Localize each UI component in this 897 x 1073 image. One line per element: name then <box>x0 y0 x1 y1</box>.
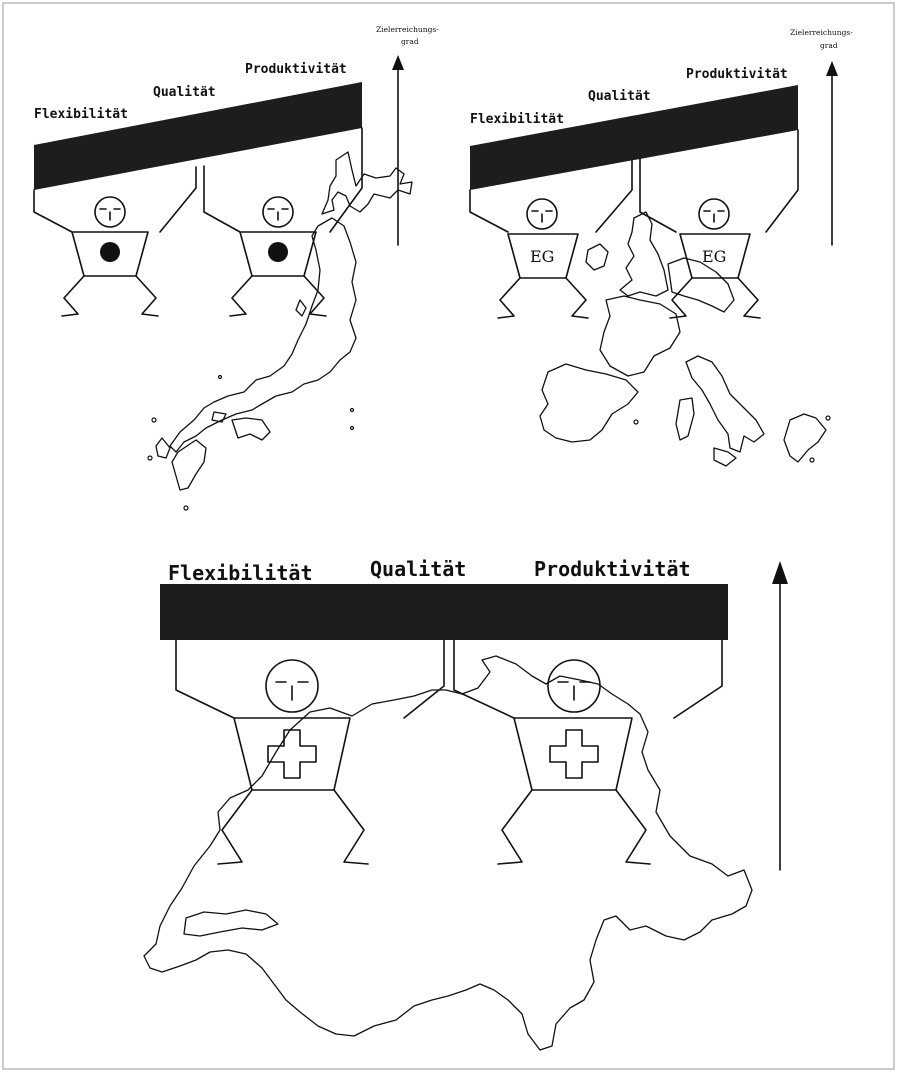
legs <box>669 277 761 319</box>
japan-sun-emblem <box>100 242 120 262</box>
head <box>94 196 126 228</box>
figure-right <box>229 196 327 317</box>
legs <box>497 277 589 319</box>
panel-switzerland: Flexibilität Qualität Produktivität <box>143 557 788 1051</box>
figure-left <box>217 659 369 865</box>
japan-map <box>155 151 413 491</box>
figure-right <box>497 659 651 865</box>
head <box>265 659 319 713</box>
swiss-cross-emblem <box>267 729 317 779</box>
legs <box>61 275 159 317</box>
label-flexibility: Flexibilität <box>470 112 564 127</box>
target-beam <box>160 584 728 640</box>
label-flexibility: Flexibilität <box>34 107 128 122</box>
axis-label-line2: grad <box>820 41 838 50</box>
eg-emblem: EG <box>702 247 726 266</box>
label-quality: Qualität <box>588 89 651 104</box>
figure-left <box>61 196 159 317</box>
figure-left: EG <box>497 198 589 319</box>
eu-map <box>539 211 827 467</box>
panel-japan: Flexibilität Qualität Produktivität Ziel… <box>33 25 439 511</box>
support-lines <box>33 127 363 233</box>
swiss-cross-emblem <box>549 729 599 779</box>
axis-arrowhead <box>826 61 838 76</box>
target-beam <box>34 82 362 190</box>
axis-arrowhead <box>392 55 404 70</box>
japan-sun-emblem <box>268 242 288 262</box>
torso <box>513 717 633 791</box>
target-beam <box>470 85 798 190</box>
label-productivity: Produktivität <box>686 67 788 82</box>
head <box>526 198 558 230</box>
panel-eu: Flexibilität Qualität Produktivität EG E… <box>469 28 853 467</box>
eu-islands <box>633 415 831 463</box>
support-lines <box>469 129 799 233</box>
eg-emblem: EG <box>530 247 554 266</box>
axis-label-line1: Zielerreichungs- <box>790 28 853 37</box>
switzerland-map <box>143 655 753 1051</box>
label-flexibility: Flexibilität <box>168 561 313 585</box>
axis-label-line2: grad <box>401 37 419 46</box>
legs <box>229 275 327 317</box>
label-productivity: Produktivität <box>245 62 347 77</box>
label-productivity: Produktivität <box>534 557 691 581</box>
legs <box>497 789 651 865</box>
japan-islands <box>147 374 355 511</box>
label-quality: Qualität <box>153 85 216 100</box>
label-quality: Qualität <box>370 557 466 581</box>
head <box>698 198 730 230</box>
legs <box>217 789 369 865</box>
axis-label-line1: Zielerreichungs- <box>376 25 439 34</box>
figure-right: EG <box>669 198 761 319</box>
axis-arrowhead <box>772 561 788 584</box>
head <box>262 196 294 228</box>
support-lines <box>175 639 723 719</box>
